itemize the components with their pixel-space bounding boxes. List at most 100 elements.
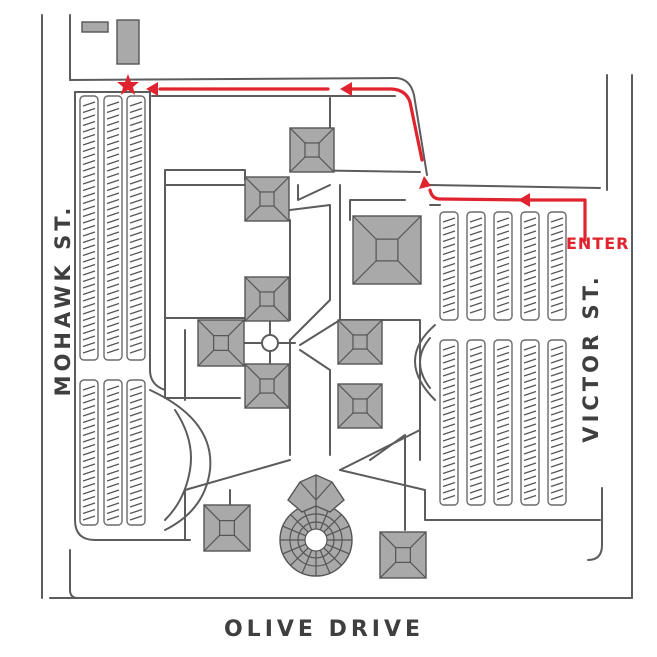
parking-stall: [129, 450, 143, 456]
parking-stall: [550, 256, 564, 262]
parking-stall: [106, 476, 120, 482]
south-road-west: [184, 459, 291, 541]
west-lot-col-4: [79, 379, 99, 526]
parking-stall: [82, 172, 96, 179]
parking-stall: [496, 377, 510, 384]
parking-stall: [469, 377, 483, 384]
parking-stall: [129, 231, 143, 237]
roof-ridge: [397, 215, 422, 240]
parking-stall: [82, 391, 96, 398]
east-lot-col-3: [493, 211, 513, 321]
parking-stall: [106, 309, 120, 315]
roof-ridge: [409, 561, 427, 579]
diagonal-walk-2: [297, 184, 331, 201]
parking-stall: [82, 463, 96, 469]
roof-ridge: [197, 319, 215, 337]
parking-stall: [469, 223, 483, 230]
west-lot-outer: [74, 91, 191, 541]
building-roof-peak: [219, 520, 235, 536]
parking-stall: [469, 468, 483, 475]
roof-ridge: [197, 349, 215, 367]
parking-stall: [550, 462, 564, 468]
parking-stall: [106, 231, 120, 237]
roof-ridge: [233, 534, 251, 552]
parking-stall: [106, 450, 120, 456]
parking-stall: [82, 417, 96, 424]
parking-stall: [442, 494, 456, 501]
parking-stall: [129, 315, 143, 322]
building-north: [289, 127, 335, 173]
parking-stall: [106, 127, 120, 133]
roof-ridge: [289, 127, 306, 144]
parking-stall: [496, 403, 510, 410]
parking-stall: [523, 295, 537, 301]
parking-stall: [523, 308, 537, 314]
parking-stall: [129, 302, 143, 309]
roof-ridge: [244, 305, 261, 322]
parking-stall: [129, 107, 143, 114]
east-entry-road-top: [429, 184, 601, 189]
parking-stall: [442, 449, 456, 455]
west-parking: [79, 95, 146, 526]
parking-stall: [550, 397, 564, 403]
parking-stall: [550, 410, 564, 416]
parking-stall: [469, 282, 483, 288]
parking-stall: [523, 301, 537, 308]
parking-stall: [106, 456, 120, 463]
parking-stall: [523, 390, 537, 397]
parking-stall: [106, 302, 120, 309]
parking-stall: [106, 218, 120, 224]
east-lot-col-7: [466, 339, 486, 506]
parking-stall: [442, 301, 456, 308]
parking-stall: [106, 224, 120, 231]
parking-stall: [442, 384, 456, 390]
rotunda-building: [279, 474, 353, 577]
parking-stall: [129, 153, 143, 159]
parking-stall: [82, 385, 96, 391]
parking-stall: [82, 120, 96, 127]
parking-stall: [496, 416, 510, 423]
building-center: [244, 276, 290, 322]
parking-stall: [129, 244, 143, 250]
west-lot-outline: [74, 91, 166, 391]
parking-stall: [82, 101, 96, 107]
parking-stall: [129, 424, 143, 430]
roof-ridge: [409, 531, 427, 549]
parking-stall: [442, 236, 456, 243]
parking-stall: [442, 462, 456, 468]
parking-stall: [106, 237, 120, 244]
parking-stall: [442, 230, 456, 236]
parking-stall: [106, 515, 120, 521]
garage-building: [116, 19, 140, 65]
parking-stall: [129, 341, 143, 348]
parking-stall: [523, 282, 537, 288]
parking-stall: [82, 166, 96, 172]
parking-stall: [129, 166, 143, 172]
parking-stall: [129, 198, 143, 205]
parking-stall: [106, 502, 120, 508]
parking-stall: [496, 364, 510, 371]
parking-stall: [82, 335, 96, 341]
roof-ridge: [273, 363, 290, 380]
parking-stall: [523, 236, 537, 243]
parking-stall: [442, 217, 456, 223]
parking-stall: [129, 443, 143, 450]
parking-stall: [129, 391, 143, 398]
roof-ridge: [318, 127, 335, 144]
parking-stall: [550, 488, 564, 494]
parking-stall: [106, 283, 120, 289]
parking-stall: [82, 456, 96, 463]
parking-stall: [523, 416, 537, 423]
parking-stall: [550, 364, 564, 371]
parking-stall: [106, 463, 120, 469]
east-lot-col-5: [547, 211, 567, 321]
parking-stall: [129, 237, 143, 244]
parking-stall: [106, 185, 120, 192]
parking-stall: [523, 249, 537, 256]
parking-stall: [129, 179, 143, 185]
west-lot-col-2: [103, 95, 123, 361]
parking-stall: [550, 494, 564, 501]
parking-stall: [550, 468, 564, 475]
parking-stall: [550, 436, 564, 442]
parking-stall: [442, 481, 456, 488]
